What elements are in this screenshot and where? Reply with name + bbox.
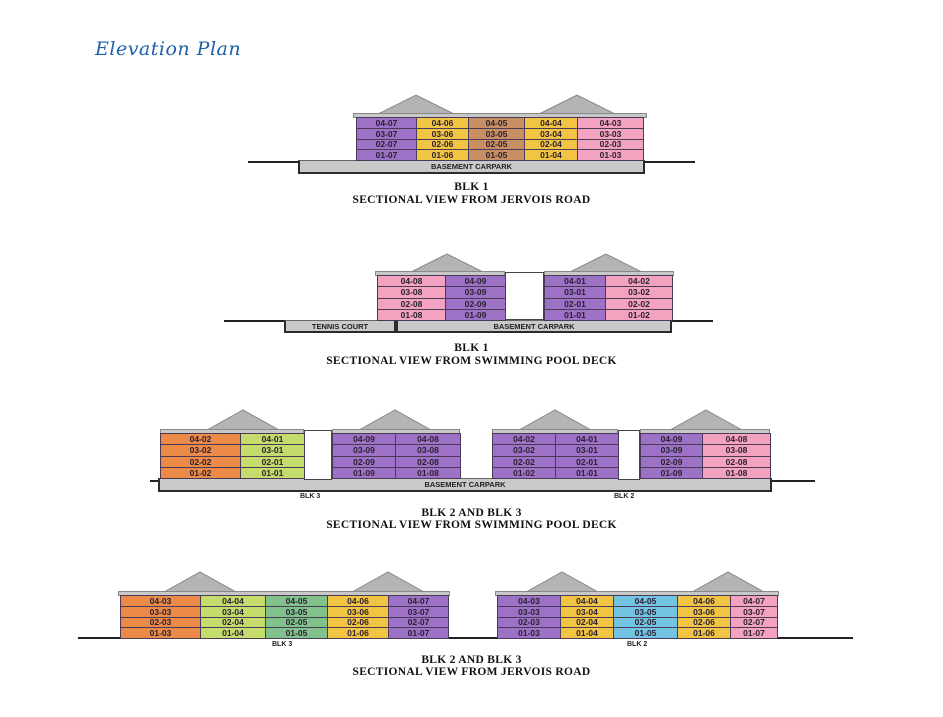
ground-line xyxy=(248,161,300,163)
unit-cell[interactable]: 01-01 xyxy=(240,466,305,479)
unit-cell[interactable]: 01-06 xyxy=(677,627,731,639)
roof-icon xyxy=(357,409,433,431)
basement-carpark: BASEMENT CARPARK xyxy=(396,320,672,333)
unit-cell[interactable]: 01-08 xyxy=(377,308,446,321)
basement-carpark: BASEMENT CARPARK xyxy=(158,478,772,492)
section-subtitle: SECTIONAL VIEW FROM SWIMMING POOL DECK xyxy=(326,355,617,367)
roof-icon xyxy=(569,253,643,273)
roof-icon xyxy=(350,571,426,593)
unit-cell[interactable]: 02-08 xyxy=(702,455,771,468)
section-title: BLK 1 xyxy=(454,181,489,193)
unit-cell[interactable]: 01-03 xyxy=(497,627,561,639)
unit-cell[interactable]: 01-02 xyxy=(605,308,673,321)
unit-cell[interactable]: 01-02 xyxy=(160,466,241,479)
roof-icon xyxy=(524,571,600,593)
unit-cell[interactable]: 01-05 xyxy=(613,627,678,639)
unit-cell[interactable]: 01-01 xyxy=(555,466,619,479)
section-title: BLK 1 xyxy=(454,342,489,354)
section-title: BLK 2 AND BLK 3 xyxy=(421,507,522,519)
unit-cell[interactable]: 01-07 xyxy=(730,627,778,639)
unit-cell[interactable]: 01-06 xyxy=(416,149,469,161)
page-title: Elevation Plan xyxy=(95,38,242,60)
unit-cell[interactable]: 01-09 xyxy=(445,308,506,321)
block-label: BLK 2 xyxy=(614,493,635,500)
block-label: BLK 2 xyxy=(627,641,648,648)
unit-cell[interactable]: 01-09 xyxy=(640,466,703,479)
roof-icon xyxy=(668,409,744,431)
section-subtitle: SECTIONAL VIEW FROM JERVOIS ROAD xyxy=(352,194,591,206)
section-subtitle: SECTIONAL VIEW FROM JERVOIS ROAD xyxy=(352,666,591,678)
unit-cell[interactable]: 01-08 xyxy=(702,466,771,479)
unit-cell[interactable]: 01-09 xyxy=(332,466,396,479)
stairwell-gap xyxy=(505,272,544,320)
unit-cell[interactable]: 01-05 xyxy=(468,149,525,161)
unit-cell[interactable]: 01-07 xyxy=(388,627,449,639)
block-label: BLK 3 xyxy=(300,493,321,500)
ground-line xyxy=(672,320,713,322)
roof-icon xyxy=(205,409,281,431)
unit-cell[interactable]: 01-03 xyxy=(120,627,201,639)
ground-line xyxy=(150,480,160,482)
basement-carpark: BASEMENT CARPARK xyxy=(298,160,645,174)
unit-cell[interactable]: 01-05 xyxy=(265,627,328,639)
stairwell-gap xyxy=(304,430,332,480)
section-title: BLK 2 AND BLK 3 xyxy=(421,654,522,666)
unit-cell[interactable]: 01-07 xyxy=(356,149,417,161)
unit-cell[interactable]: 01-03 xyxy=(577,149,644,161)
ground-line xyxy=(777,637,853,639)
ground-line xyxy=(78,637,120,639)
roof-icon xyxy=(410,253,484,273)
roof-icon xyxy=(162,571,238,593)
unit-cell[interactable]: 01-04 xyxy=(200,627,266,639)
ground-line xyxy=(645,161,695,163)
unit-cell[interactable]: 01-04 xyxy=(560,627,614,639)
block-label: BLK 3 xyxy=(272,641,293,648)
stairwell-gap xyxy=(618,430,640,480)
ground-line xyxy=(224,320,286,322)
roof-icon xyxy=(377,94,455,115)
roof-icon xyxy=(690,571,766,593)
ground-line xyxy=(448,637,497,639)
unit-cell[interactable]: 01-01 xyxy=(544,308,606,321)
ground-line xyxy=(770,480,815,482)
unit-cell[interactable]: 01-06 xyxy=(327,627,389,639)
roof-icon xyxy=(517,409,593,431)
unit-cell[interactable]: 01-08 xyxy=(395,466,461,479)
roof-icon xyxy=(538,94,616,115)
tennis-court: TENNIS COURT xyxy=(284,320,396,333)
unit-cell[interactable]: 01-04 xyxy=(524,149,578,161)
unit-cell[interactable]: 01-02 xyxy=(492,466,556,479)
section-subtitle: SECTIONAL VIEW FROM SWIMMING POOL DECK xyxy=(326,519,617,531)
